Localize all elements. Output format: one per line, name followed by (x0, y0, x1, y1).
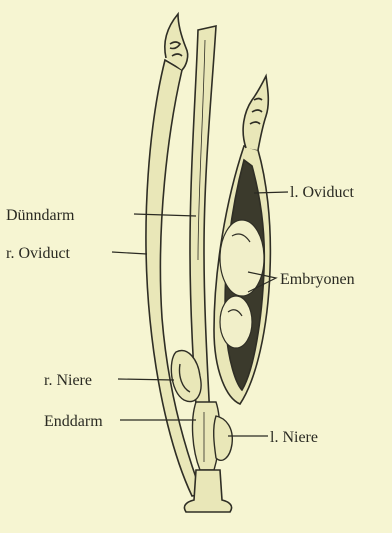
label-l-oviduct: l. Oviduct (290, 184, 355, 201)
label-enddarm: Enddarm (44, 413, 103, 430)
r-oviduct-leader (112, 252, 147, 254)
label-duenndarm: Dünndarm (6, 207, 75, 224)
label-l-niere: l. Niere (270, 429, 318, 446)
duenndarm-leader (134, 214, 196, 216)
label-r-oviduct: r. Oviduct (6, 245, 71, 262)
label-r-niere: r. Niere (44, 372, 92, 389)
left-kidney-drawing (214, 416, 233, 460)
label-embryonen: Embryonen (280, 271, 355, 288)
